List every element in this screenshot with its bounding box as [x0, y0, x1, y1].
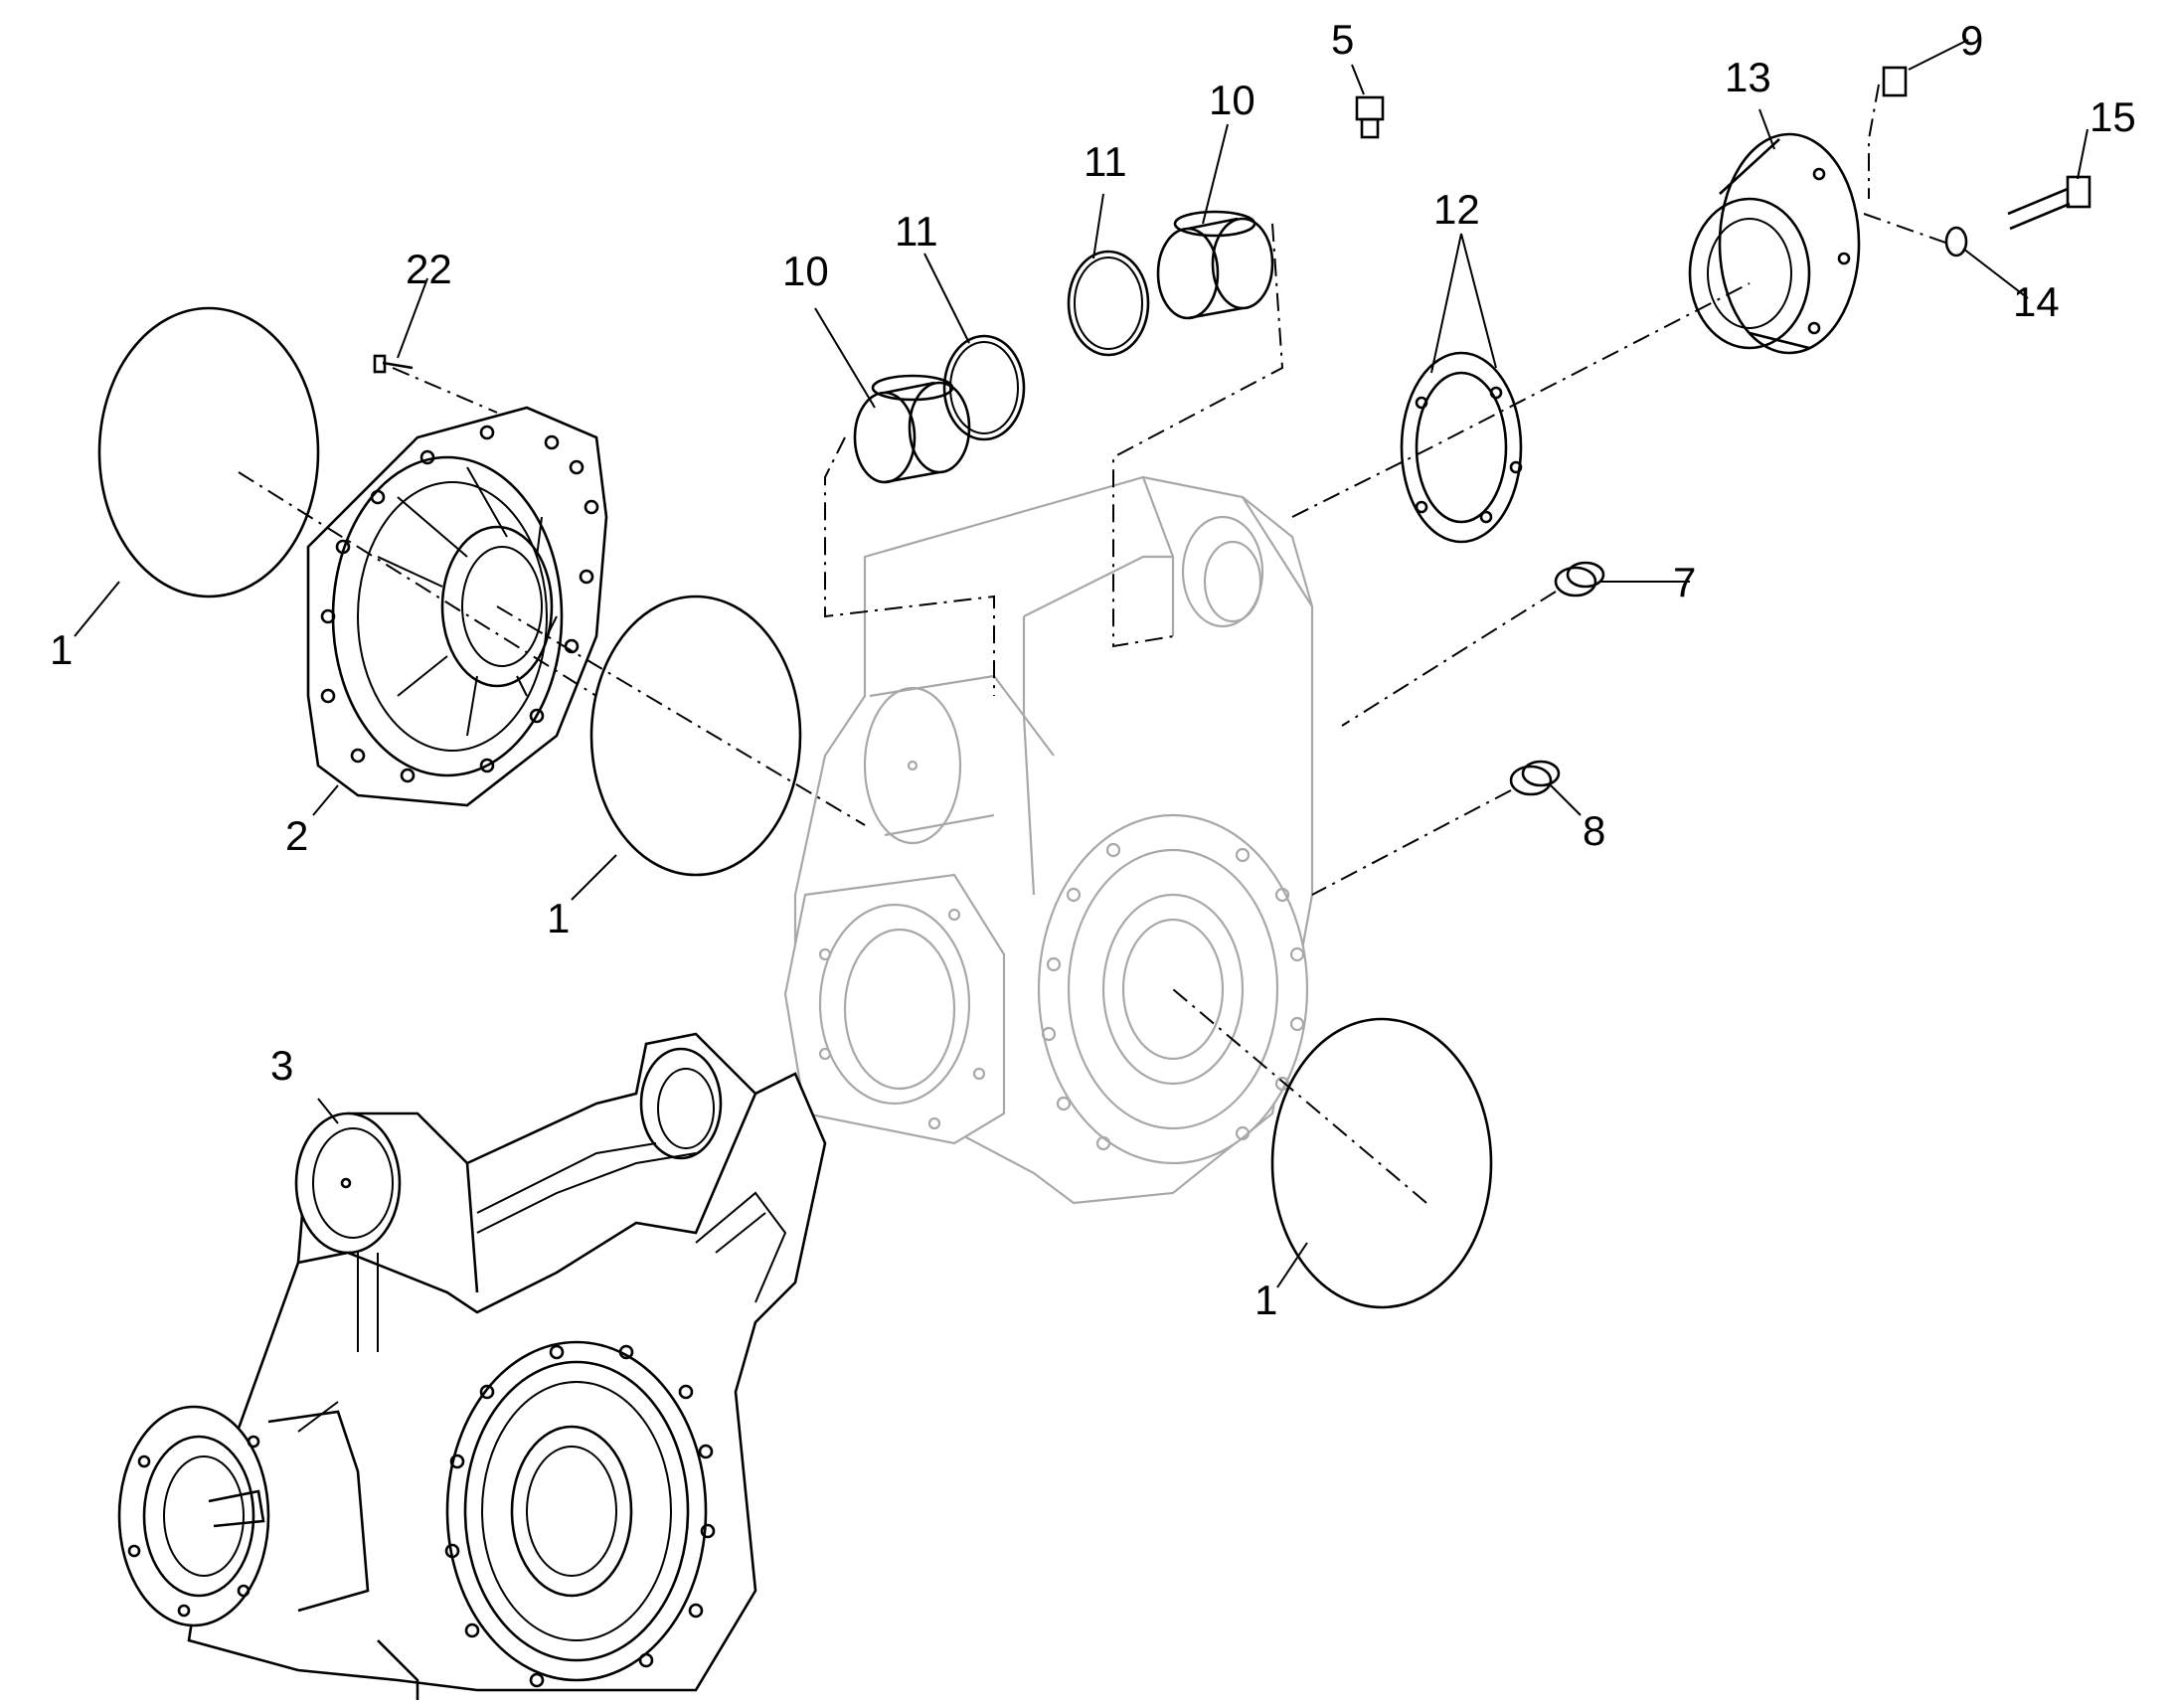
- callout-2: 2: [285, 812, 308, 859]
- screw-part-22: [373, 354, 414, 374]
- bolt-part-15: [2007, 175, 2091, 231]
- callout-1-center: 1: [547, 895, 570, 941]
- callout-1-right: 1: [1254, 1277, 1277, 1323]
- bushing-part-10-right: [1156, 210, 1274, 320]
- callout-12: 12: [1433, 186, 1480, 233]
- bushing-part-10-left: [853, 374, 971, 484]
- callout-22: 22: [406, 246, 452, 292]
- plug-part-7: [1554, 561, 1605, 598]
- cover-part-2: [306, 406, 608, 807]
- callout-3: 3: [270, 1042, 293, 1089]
- ring-part-11-left: [942, 334, 1026, 441]
- axle-housing-part-3: [117, 1032, 827, 1700]
- centerlines: [238, 84, 1949, 1204]
- shim-plate-part-12: [1400, 351, 1523, 544]
- ring-part-11-left-inner: [949, 341, 1019, 434]
- callout-labels: 1 1 1 2 3 5 7 8 9 10 10 11 11 12 13 14 1…: [50, 16, 2136, 1323]
- callout-13: 13: [1725, 54, 1771, 100]
- callout-7: 7: [1673, 559, 1696, 605]
- o-ring-1-center: [589, 595, 802, 877]
- washer-part-14: [1944, 226, 1968, 257]
- callout-11-left: 11: [895, 208, 938, 255]
- callout-15: 15: [2089, 93, 2136, 140]
- callout-1-upper-left: 1: [50, 626, 73, 673]
- ring-part-11-right: [1067, 250, 1150, 357]
- callout-5: 5: [1331, 16, 1354, 63]
- o-ring-1-right: [1270, 1017, 1493, 1309]
- callout-11-right: 11: [1084, 138, 1127, 185]
- plug-part-8: [1509, 760, 1561, 796]
- ghost-housing: [783, 475, 1314, 1205]
- callout-8: 8: [1583, 807, 1605, 854]
- clip-part-9: [1882, 66, 1908, 97]
- ring-part-11-right-inner: [1074, 256, 1143, 350]
- callout-9: 9: [1960, 17, 1983, 64]
- o-ring-1-upper-left: [97, 306, 320, 598]
- grease-fitting-part-5: [1355, 95, 1385, 139]
- leader-lines: [74, 39, 2089, 1288]
- cap-part-13: [1688, 132, 1861, 355]
- callout-14: 14: [2013, 278, 2060, 325]
- callout-10-right: 10: [1209, 77, 1255, 123]
- callout-10-left: 10: [782, 248, 829, 294]
